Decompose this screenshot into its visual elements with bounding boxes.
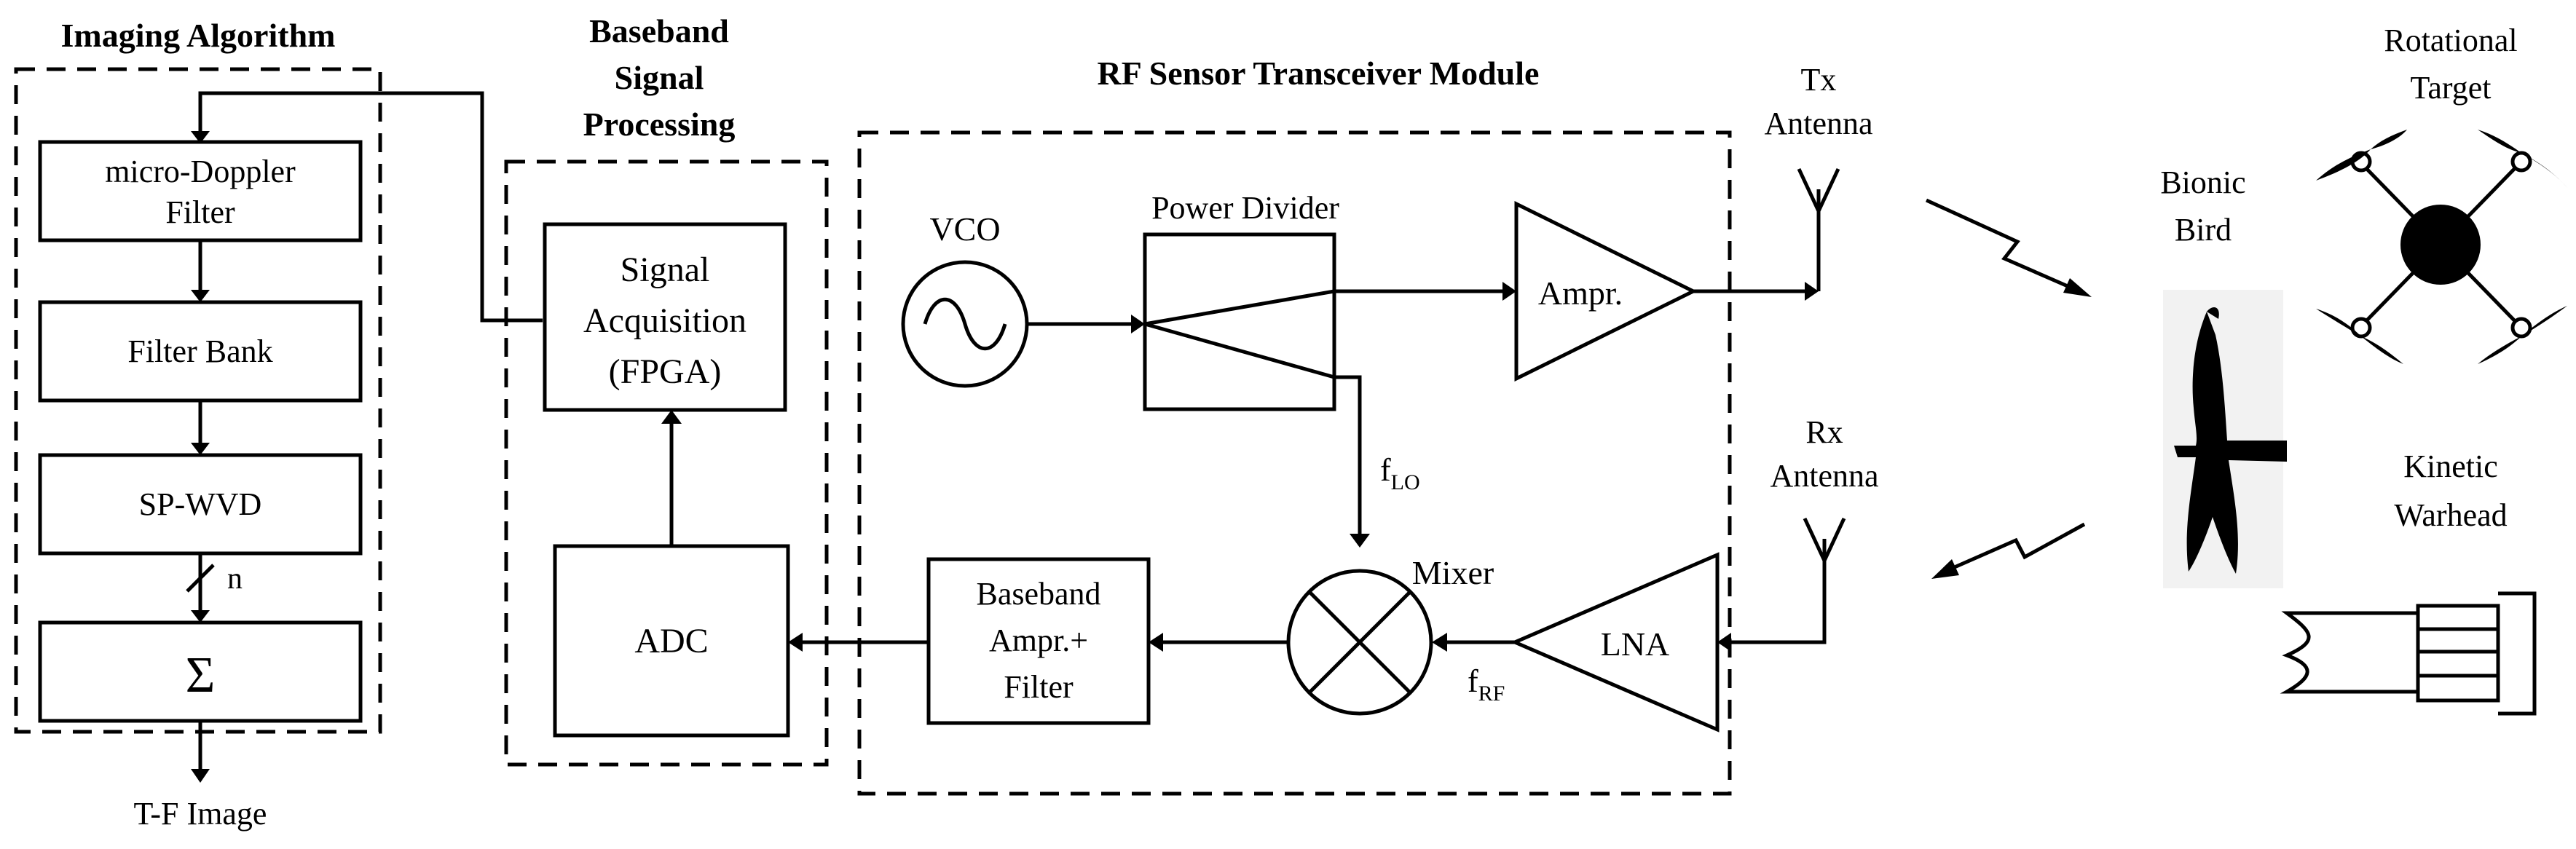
tx-antenna-label-2: Antenna: [1764, 106, 1872, 141]
rx-antenna-label-2: Antenna: [1770, 458, 1878, 494]
arrowhead: [1350, 534, 1370, 548]
tx-antenna-icon: [1797, 167, 1840, 216]
tx-wireless-link-icon: [1925, 198, 2081, 293]
baseband-title-3: Processing: [583, 106, 736, 143]
rf-transceiver-group: [857, 130, 1732, 796]
arrowhead: [191, 769, 210, 783]
flo-label: fLO: [1380, 452, 1420, 494]
arrowhead: [1931, 559, 1959, 579]
arrowhead: [191, 131, 210, 143]
rotational-target-label-1: Rotational: [2384, 23, 2517, 58]
arrowhead: [788, 633, 803, 652]
adc-label: ADC: [634, 622, 708, 660]
power-amplifier-label: Ampr.: [1538, 275, 1623, 312]
signal-acquisition-label-1: Signal: [621, 250, 710, 289]
lna-triangle: [1510, 552, 1720, 732]
baseband-amp-label-2: Ampr.+: [989, 623, 1088, 658]
mixer-label: Mixer: [1412, 554, 1494, 591]
warhead-icon: [2280, 591, 2537, 716]
arrowhead: [661, 410, 682, 424]
arrowhead: [1805, 282, 1819, 301]
filter-bank-block: [38, 300, 363, 403]
bionic-bird-label-1: Bionic: [2160, 165, 2245, 200]
baseband-signal-processing-group: [504, 159, 829, 767]
bus-width-label: n: [227, 562, 243, 596]
rotational-target-label-2: Target: [2411, 70, 2492, 106]
arrowhead: [1717, 633, 1731, 652]
baseband-amp-label-1: Baseband: [976, 576, 1100, 612]
signal-acquisition-label-3: (FPGA): [609, 352, 722, 391]
tf-image-output-label: T-F Image: [134, 796, 267, 832]
signal-acquisition-label-2: Acquisition: [583, 301, 747, 340]
adc-block: [553, 544, 790, 738]
signal-acquisition-fpga-block: [543, 222, 787, 412]
baseband-amplifier-filter-block: [926, 557, 1151, 725]
sine-wave-icon: [923, 297, 1007, 351]
arrowhead: [1502, 282, 1516, 301]
imaging-algorithm-title: Imaging Algorithm: [61, 17, 336, 54]
imaging-algorithm-group: [14, 67, 382, 734]
micro-doppler-filter-label-2: Filter: [165, 194, 235, 230]
rx-wireless-link-icon: [1943, 522, 2086, 574]
rx-to-lna-connector: [1730, 539, 1827, 644]
drone-icon: [2316, 130, 2567, 364]
power-divider-block: [1143, 232, 1336, 411]
divider-lower-path: [1144, 322, 1335, 379]
kinetic-warhead-label-1: Kinetic: [2403, 449, 2498, 484]
sp-wvd-label: SP-WVD: [139, 486, 262, 522]
baseband-title-1: Baseband: [589, 12, 729, 50]
lna-label: LNA: [1601, 625, 1670, 663]
bionic-bird-label-2: Bird: [2175, 212, 2232, 248]
rf-transceiver-title: RF Sensor Transceiver Module: [1098, 55, 1540, 92]
baseband-amp-label-3: Filter: [1004, 669, 1074, 705]
mixer-x-icon: [1308, 591, 1411, 694]
tx-antenna-label-1: Tx: [1801, 62, 1837, 98]
micro-doppler-filter-label-1: micro-Doppler: [105, 154, 296, 189]
arrowhead: [191, 443, 210, 455]
fpga-to-imaging-connector: [198, 91, 543, 323]
bus-slash: [186, 564, 215, 593]
arrowhead: [191, 290, 210, 302]
arrowhead: [1131, 315, 1145, 333]
vco-label: VCO: [929, 210, 1000, 248]
filter-bank-label: Filter Bank: [127, 333, 272, 369]
bionic-bird-icon: [2174, 307, 2287, 574]
summation-symbol: Σ: [186, 647, 216, 703]
rx-antenna-label-1: Rx: [1805, 414, 1843, 450]
baseband-title-2: Signal: [615, 59, 704, 96]
arrowhead: [1432, 633, 1447, 652]
arrowhead: [191, 610, 210, 623]
arrowhead: [2063, 278, 2092, 297]
power-amplifier-triangle: [1514, 200, 1698, 382]
power-divider-label: Power Divider: [1151, 190, 1339, 226]
arrowhead: [1149, 633, 1163, 652]
kinetic-warhead-label-2: Warhead: [2394, 497, 2507, 533]
lo-to-mixer-connector: [1334, 375, 1362, 535]
divider-upper-path: [1144, 289, 1335, 326]
frf-label: fRF: [1468, 663, 1505, 706]
